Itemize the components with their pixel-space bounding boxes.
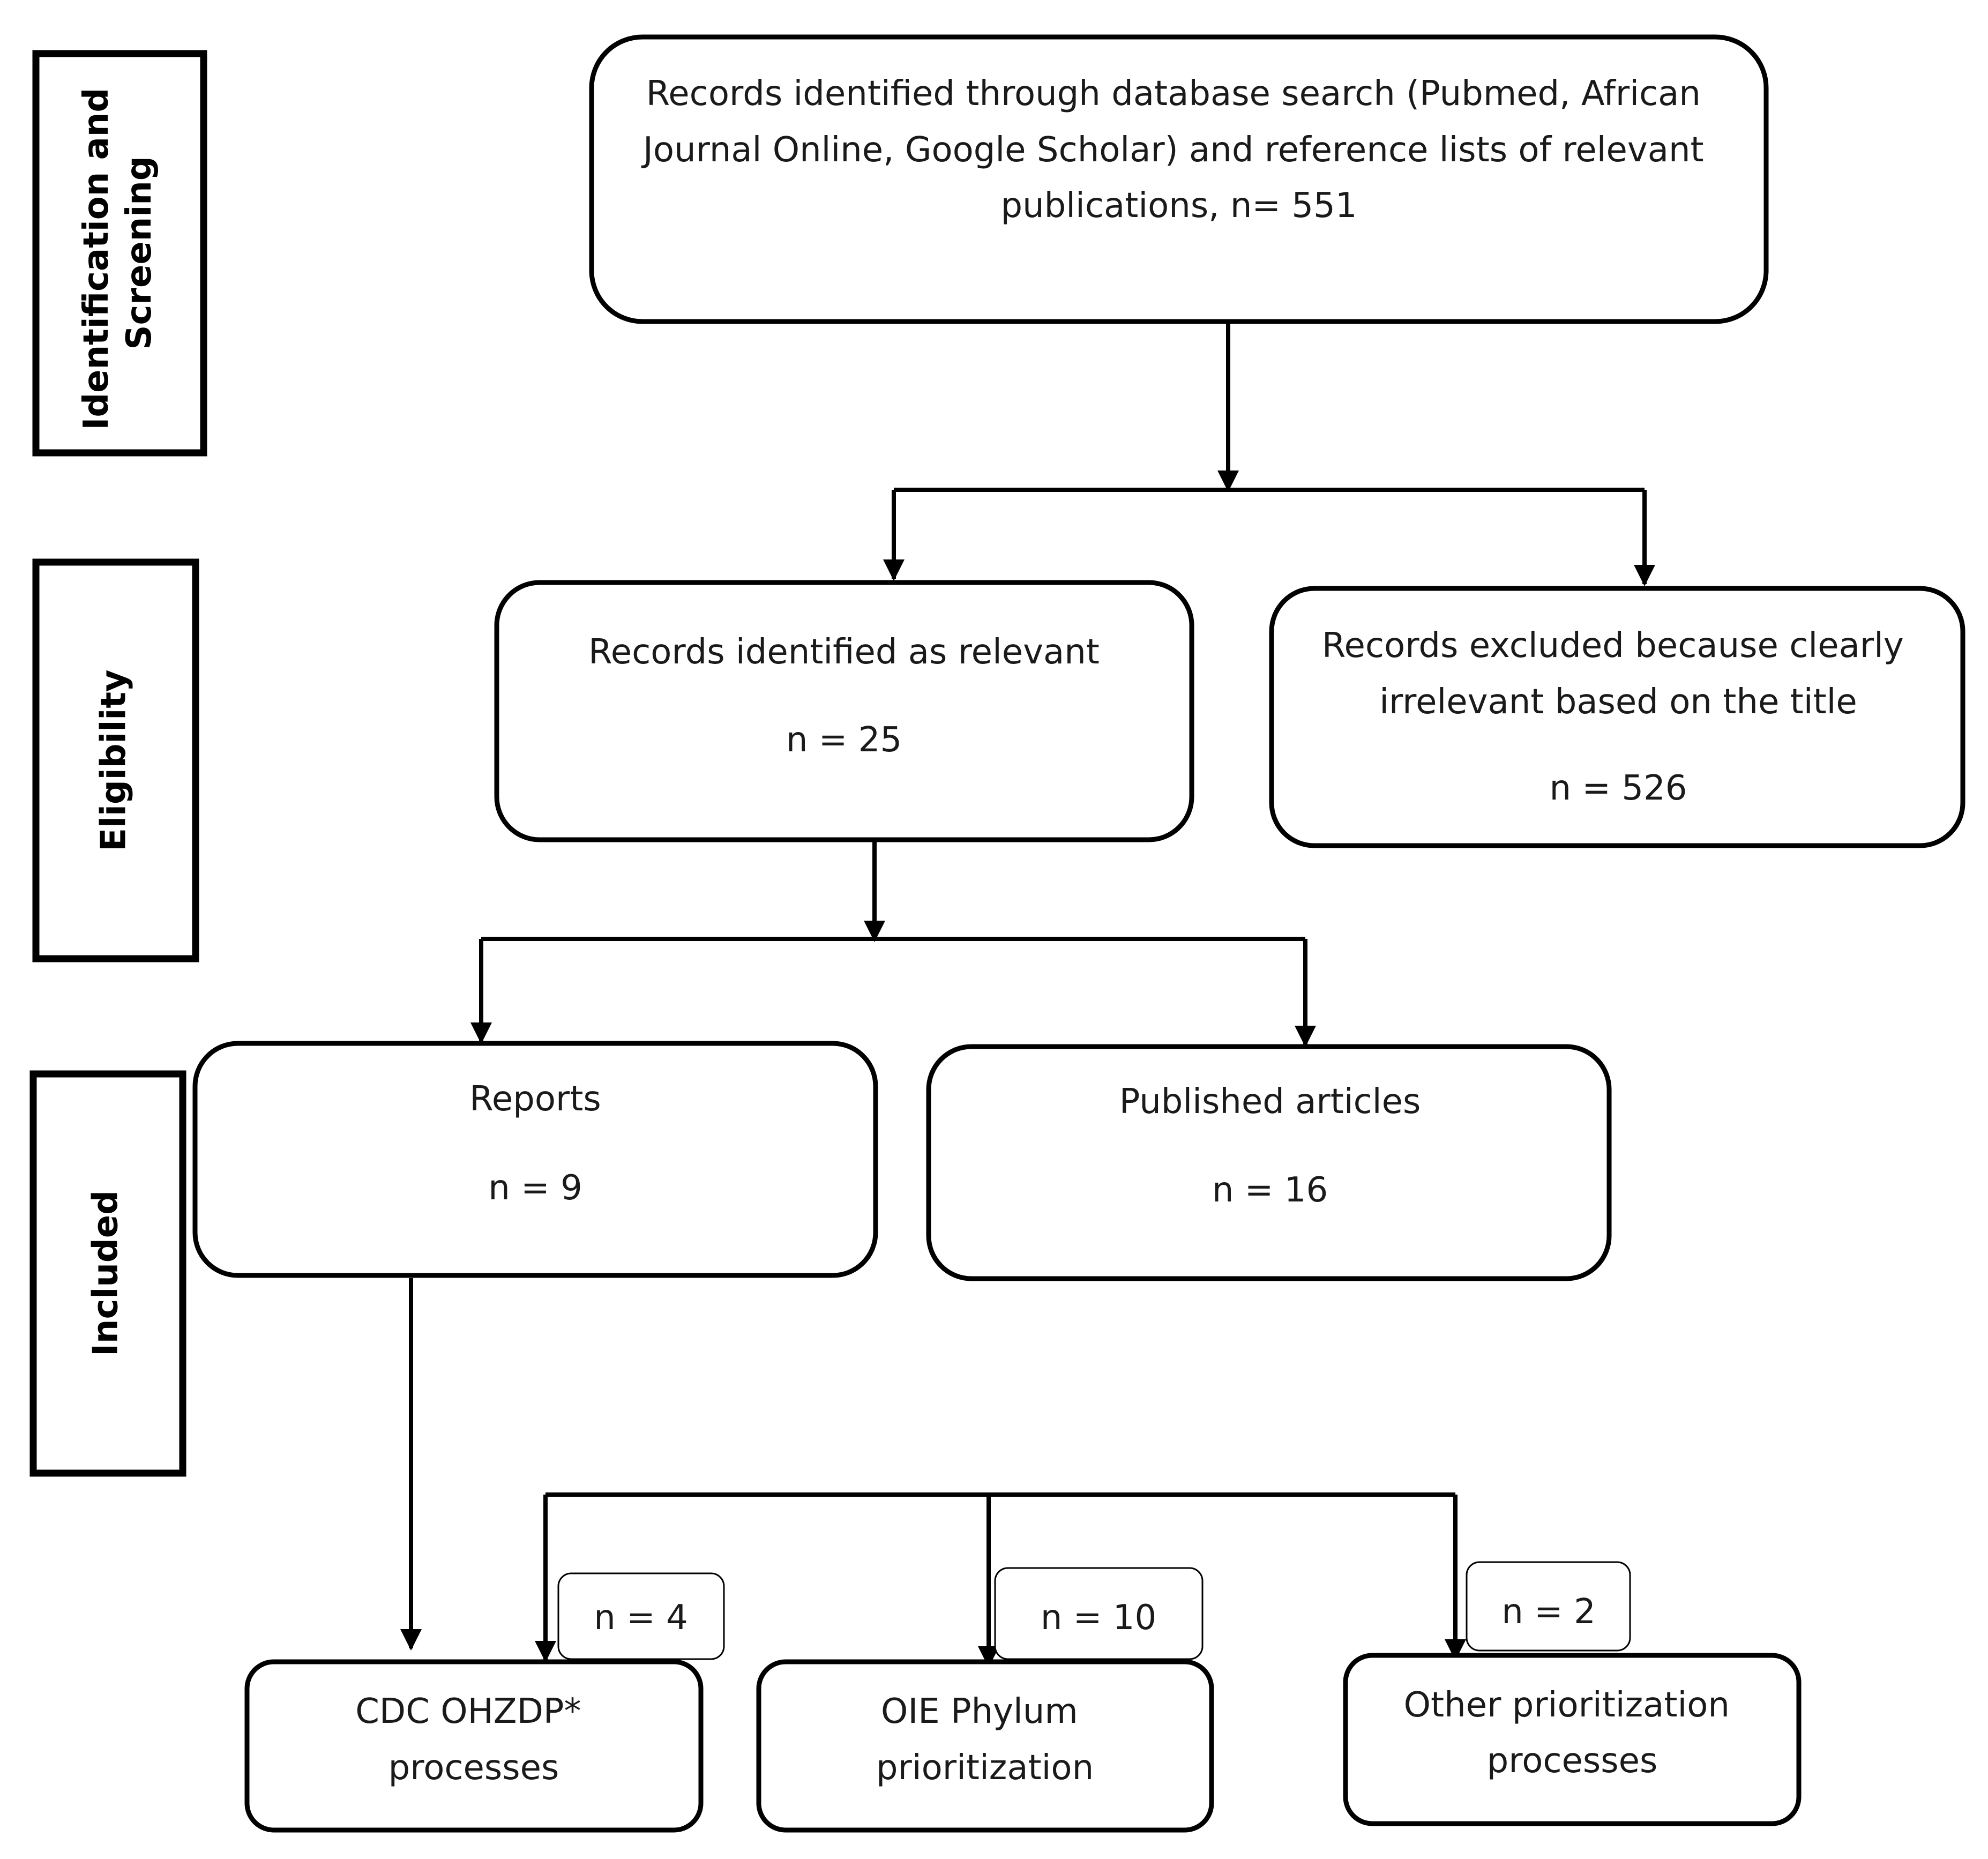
records-identified-text: Records identified through database sear… [641, 74, 1715, 226]
reports-box: Reports n = 9 [192, 1041, 878, 1278]
records-relevant-box: Records identified as relevant n = 25 [494, 580, 1194, 842]
other-prioritization-box: Other prioritization processes [1343, 1653, 1802, 1826]
other-prioritization-text: Other prioritization processes [1404, 1685, 1741, 1781]
records-relevant-label: Records identified as relevant [588, 632, 1100, 672]
stage-included-label: Included [86, 1190, 126, 1356]
stage-identification: Identification and Screening [32, 50, 207, 457]
published-articles-count: n = 16 [1212, 1170, 1328, 1210]
stage-identification-label: Identification and Screening [77, 76, 159, 430]
badge-oie-text: n = 10 [1041, 1598, 1156, 1638]
records-relevant-count: n = 25 [786, 720, 902, 760]
records-identified-box: Records identified through database sear… [589, 34, 1769, 324]
published-articles-box: Published articles n = 16 [926, 1044, 1612, 1281]
badge-oie: n = 10 [994, 1567, 1204, 1660]
badge-other-text: n = 2 [1501, 1592, 1596, 1632]
oie-phylum-text: OIE Phylum prioritization [876, 1692, 1094, 1788]
records-excluded-box: Records excluded because clearly irrelev… [1269, 586, 1965, 848]
cdc-ohzdp-box: CDC OHZDP* processes [244, 1659, 704, 1833]
badge-cdc: n = 4 [557, 1572, 725, 1660]
badge-other: n = 2 [1466, 1561, 1631, 1652]
reports-count: n = 9 [488, 1168, 582, 1208]
cdc-ohzdp-text: CDC OHZDP* processes [355, 1692, 592, 1788]
records-excluded-label: Records excluded because clearly irrelev… [1322, 626, 1915, 722]
records-excluded-count: n = 526 [1549, 768, 1687, 808]
stage-eligibility-label: Eligibility [94, 669, 134, 851]
reports-label: Reports [469, 1079, 601, 1119]
badge-cdc-text: n = 4 [594, 1598, 688, 1638]
stage-eligibility: Eligibility [32, 558, 199, 962]
oie-phylum-box: OIE Phylum prioritization [756, 1659, 1214, 1833]
connectors [400, 322, 1655, 1668]
published-articles-label: Published articles [1119, 1082, 1421, 1122]
stage-included: Included [29, 1070, 186, 1477]
